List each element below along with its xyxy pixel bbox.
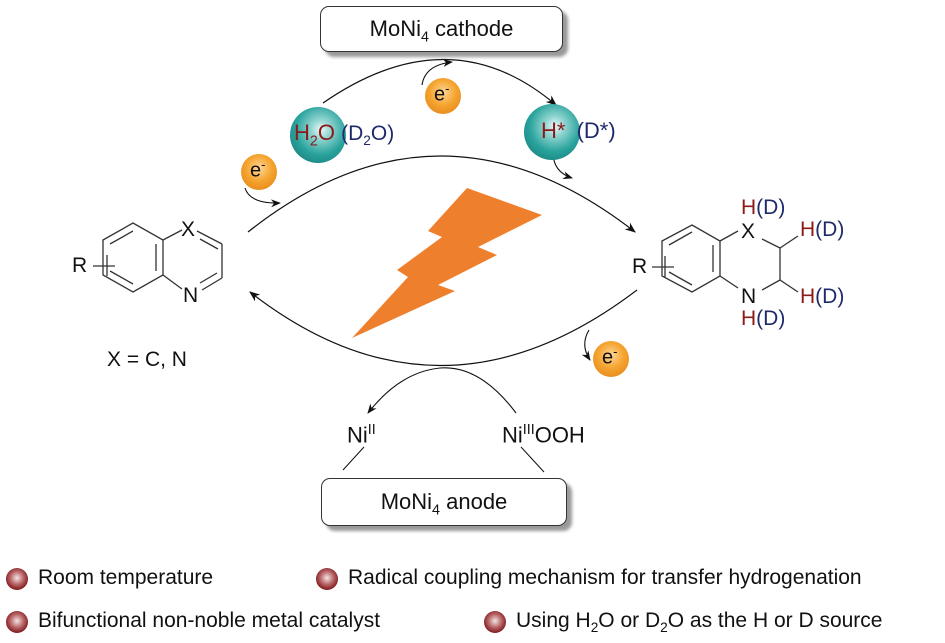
product-r-label: R <box>632 255 648 278</box>
electron-out-arrow <box>581 329 591 361</box>
upper-arc-arrow <box>247 155 636 233</box>
product-hd-c3: H(D) <box>800 218 845 241</box>
cathode-electron-arrow <box>421 59 453 86</box>
product-hd-n: H(D) <box>741 307 786 330</box>
feature-bifunctional-catalyst: Bifunctional non-noble metal catalyst <box>38 609 381 632</box>
bullet-icon <box>484 611 506 633</box>
water-label: H2O (D2O) <box>294 120 395 150</box>
cathode-label: MoNi4 cathode <box>369 16 514 46</box>
bullet-icon <box>6 568 28 590</box>
h-star-label: H* (D*) <box>541 118 616 143</box>
electron-label-in: e- <box>250 157 266 182</box>
electron-icon-out <box>593 341 629 377</box>
feature-radical-coupling: Radical coupling mechanism for transfer … <box>348 566 862 589</box>
electron-label-cathode: e- <box>434 81 450 106</box>
anode-arc-arrow <box>367 367 517 414</box>
electron-icon-cathode <box>425 78 461 114</box>
lower-arc-arrow <box>249 289 638 367</box>
bullet-icon <box>6 611 28 633</box>
feature-h-d-source: Using H2O or D2O as the H or D source <box>516 609 883 636</box>
reactant-x-label: X <box>181 218 196 241</box>
product-hd-top: H(D) <box>741 196 786 219</box>
bullet-icon <box>316 568 338 590</box>
water-sphere-icon <box>290 107 346 163</box>
product-structure <box>652 224 799 293</box>
anode-label: MoNi4 anode <box>380 489 508 519</box>
reactant-note: X = C, N <box>107 348 187 371</box>
electron-icon-in <box>241 154 277 190</box>
product-hd-c2: H(D) <box>800 285 845 308</box>
h-star-sphere-icon <box>524 104 580 160</box>
anode-link-left <box>342 446 365 471</box>
cathode-box: MoNi4 cathode <box>320 6 563 52</box>
product-x-label: X <box>741 220 756 243</box>
electron-label-out: e- <box>602 344 618 369</box>
anode-link-right <box>520 446 545 473</box>
lightning-bolt-icon <box>352 188 542 338</box>
product-n-label: N <box>741 285 757 308</box>
reactant-structure <box>93 222 223 293</box>
electron-in-arrow <box>244 187 281 208</box>
nickel-iii-label: NiIIIOOH <box>502 422 585 448</box>
nickel-ii-label: NiII <box>347 422 376 448</box>
reactant-n-label: N <box>183 284 199 307</box>
reactant-r-label: R <box>72 254 88 277</box>
anode-box: MoNi4 anode <box>321 478 567 526</box>
feature-room-temperature: Room temperature <box>38 566 214 589</box>
